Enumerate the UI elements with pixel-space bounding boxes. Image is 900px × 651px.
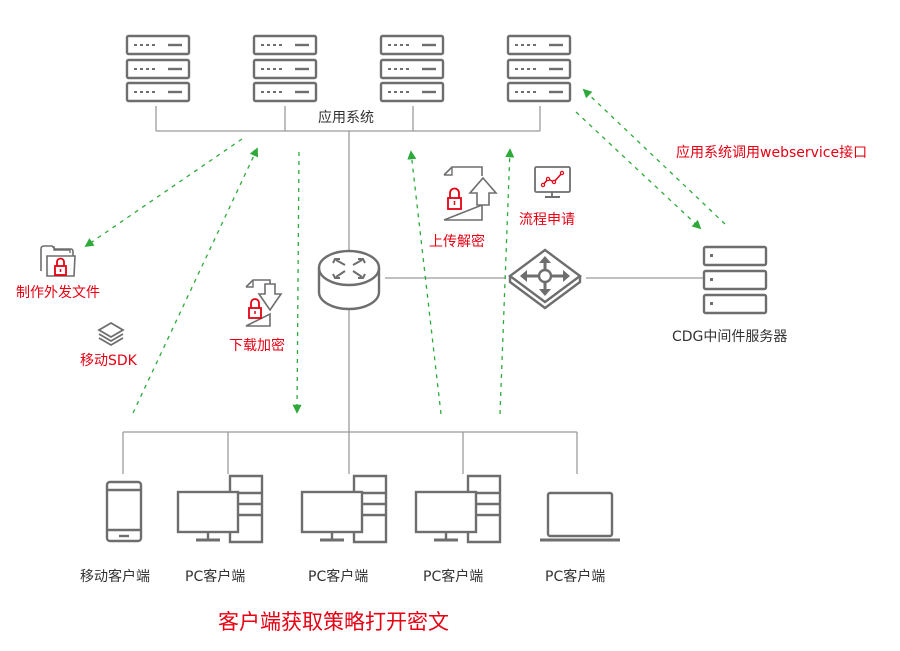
app-server-4 xyxy=(508,36,570,101)
flow-arrow-mobile-sdk xyxy=(132,147,259,414)
footer-caption: 客户端获取策略打开密文 xyxy=(218,610,449,634)
client-label-pc-4: PC客户端 xyxy=(545,569,606,585)
desktop-pc-icon-1 xyxy=(176,474,264,544)
app-server-1 xyxy=(127,36,189,101)
make-outgoing-file-label: 制作外发文件 xyxy=(16,285,100,301)
desktop-pc-icon-3 xyxy=(414,474,502,544)
flow-arrow-upload-decrypt xyxy=(407,150,442,415)
mobile-sdk-label: 移动SDK xyxy=(80,353,137,369)
webservice-call-label: 应用系统调用webservice接口 xyxy=(676,145,868,161)
client-label-pc-2: PC客户端 xyxy=(308,569,369,585)
router-icon xyxy=(317,249,381,311)
process-request-label: 流程申请 xyxy=(519,212,575,228)
mobile-phone-icon xyxy=(105,480,143,543)
laptop-icon xyxy=(540,491,620,542)
flow-arrows xyxy=(84,88,726,415)
client-label-pc-1: PC客户端 xyxy=(185,569,246,585)
client-label-pc-3: PC客户端 xyxy=(423,569,484,585)
app-server-2 xyxy=(254,36,316,101)
flow-arrow-make-outgoing xyxy=(84,138,243,248)
cdg-middleware-label: CDG中间件服务器 xyxy=(672,329,788,345)
file-upload-lock-icon xyxy=(443,166,498,221)
client-bus-lines xyxy=(122,431,578,474)
flow-arrow-webservice-down xyxy=(575,111,702,230)
flow-arrow-webservice-up xyxy=(582,88,726,225)
desktop-pc-icon-2 xyxy=(300,474,388,544)
app-bus-lines xyxy=(155,106,703,432)
switch-icon xyxy=(507,248,583,310)
locked-folder-icon xyxy=(40,245,76,277)
file-download-lock-icon xyxy=(245,279,283,327)
upload-decrypt-label: 上传解密 xyxy=(429,234,485,250)
app-system-label: 应用系统 xyxy=(318,110,374,126)
app-server-3 xyxy=(381,36,443,101)
flow-arrow-download-encrypt xyxy=(292,151,302,414)
monitor-chart-icon xyxy=(534,166,571,198)
client-label-mobile: 移动客户端 xyxy=(80,569,150,585)
cdg-middleware-server-icon xyxy=(702,245,768,315)
flow-arrow-process-request xyxy=(499,148,515,415)
download-encrypt-label: 下载加密 xyxy=(229,338,285,354)
layers-icon xyxy=(97,321,125,347)
